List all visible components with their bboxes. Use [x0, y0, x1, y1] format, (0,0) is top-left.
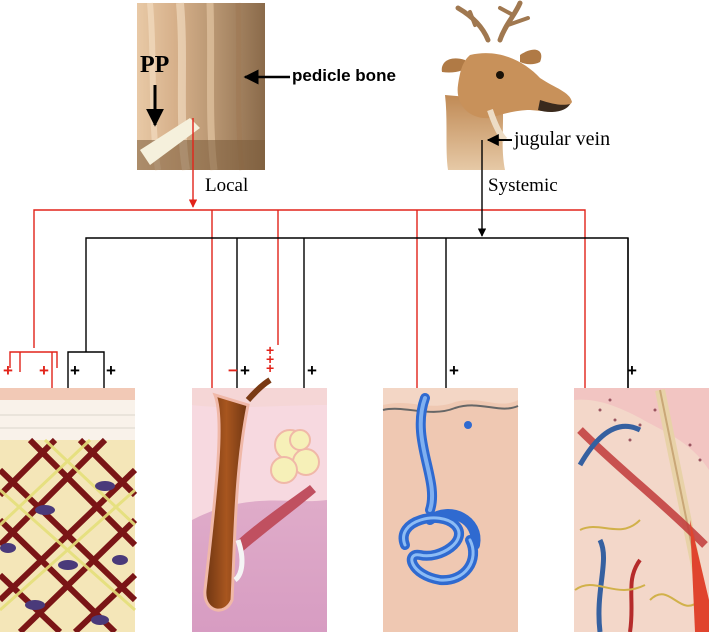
panel1-sign-systemic-a: + [70, 361, 80, 380]
panel2-sign-local-minus: − [228, 361, 238, 380]
deer-head-illustration [441, 0, 572, 170]
pedicle-photo [137, 2, 265, 171]
panel1-sign-local-b: + [39, 361, 49, 380]
pedicle-bone-label: pedicle bone [292, 66, 396, 85]
panel2-sign-systemic-a: + [240, 361, 250, 380]
panel4-sign-systemic: + [627, 361, 637, 380]
hair-follicle-illustration [192, 377, 327, 632]
panel1-sign-local-a: + [3, 361, 13, 380]
sebaceous-gland [270, 429, 320, 484]
systemic-pathway [63, 140, 633, 541]
arrector-muscle-illustration [574, 388, 709, 632]
panel1-sign-systemic-b: + [106, 361, 116, 380]
panel2-sign-systemic-b: + [307, 361, 317, 380]
systemic-label: Systemic [488, 175, 558, 196]
local-label: Local [205, 175, 249, 196]
dermis-illustration [0, 388, 138, 632]
sweat-gland-illustration [382, 388, 519, 632]
pp-label: PP [140, 52, 170, 78]
panel2-sign-local-triple: +++ [266, 342, 275, 376]
jugular-vein-label: jugular vein [514, 128, 611, 150]
panel3-sign-systemic: + [449, 361, 459, 380]
